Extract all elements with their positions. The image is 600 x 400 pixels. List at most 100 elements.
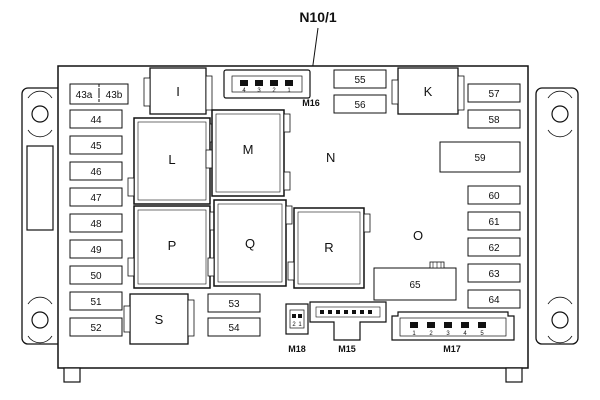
mount-hole-rim (547, 90, 573, 138)
fuse-slot-55: 55 (333, 69, 387, 89)
fuse-slot: 63 (467, 263, 521, 283)
pin-number: 1 (287, 88, 291, 94)
relay-s: S (123, 293, 195, 345)
fuse-label: 47 (90, 193, 102, 204)
fuse-slot-54: 54 (207, 317, 261, 337)
fuse-label: 56 (354, 100, 366, 111)
fuse-slot: 52 (69, 317, 123, 337)
fuse-slot: 51 (69, 291, 123, 311)
connector-m16: 4 3 2 1 (223, 69, 311, 99)
relay-l: L (127, 117, 217, 205)
relay-k: K (391, 67, 465, 115)
side-slot (26, 145, 54, 231)
fuse-label: 57 (488, 89, 500, 100)
title-leader-line (311, 27, 319, 73)
fuse-43b-label: 43b (106, 90, 123, 101)
relay-label: Q (245, 236, 255, 251)
mount-hole-rim (27, 90, 53, 138)
fuse-slot: 64 (467, 289, 521, 309)
fuse-label: 52 (90, 323, 102, 334)
fuse-slot-57: 57 (467, 83, 521, 103)
mount-hole-bottom-right (551, 311, 569, 329)
relay-m: M (205, 109, 291, 197)
pin-number: 2 (292, 322, 296, 328)
fuse-slot-58: 58 (467, 109, 521, 129)
fuse-column-left: 44 45 46 47 48 49 50 51 52 (69, 109, 123, 337)
fuse-label: 48 (90, 219, 102, 230)
fuse-slot-56: 56 (333, 94, 387, 114)
fuse-column-right: 60 61 62 63 64 (467, 185, 521, 309)
foot-left (63, 367, 81, 383)
pin-number: 4 (463, 331, 467, 337)
pin (461, 322, 469, 328)
relay-r: R (287, 207, 371, 289)
pin (478, 322, 486, 328)
fuse-slot: 62 (467, 237, 521, 257)
fuse-label: 44 (90, 115, 102, 126)
connector-m17-label: M17 (443, 344, 461, 354)
fuse-slot-59: 59 (439, 141, 521, 173)
fuse-slot: 61 (467, 211, 521, 231)
fuse-slot: 44 (69, 109, 123, 129)
fuse-label: 62 (488, 243, 500, 254)
fuse-slot: 47 (69, 187, 123, 207)
mount-hole-rim (547, 296, 573, 344)
area-label-n: N (326, 150, 335, 165)
relay-label: K (424, 84, 433, 99)
fuse-label: 46 (90, 167, 102, 178)
fuse-label: 59 (474, 153, 486, 164)
relay-label: L (168, 152, 175, 167)
pin-number: 3 (446, 331, 450, 337)
fuse-slot: 49 (69, 239, 123, 259)
fuse-label: 65 (409, 280, 421, 291)
fuse-label: 58 (488, 115, 500, 126)
relay-label: I (176, 84, 180, 99)
foot-right (505, 367, 523, 383)
relay-q: Q (207, 199, 293, 287)
fuse-label: 51 (90, 297, 102, 308)
fuse-label: 55 (354, 75, 366, 86)
pin-number: 4 (242, 88, 246, 94)
pin (240, 80, 248, 86)
pin (298, 314, 302, 318)
pin-number: 2 (429, 331, 433, 337)
relay-label: S (155, 312, 164, 327)
fuse-label: 54 (228, 323, 240, 334)
pin (270, 80, 278, 86)
connector-m18: 2 1 (285, 303, 309, 335)
fuse-label: 50 (90, 271, 102, 282)
pin-number: 5 (480, 331, 484, 337)
fuse-slot: 45 (69, 135, 123, 155)
connector-m16-label: M16 (302, 98, 320, 108)
relay-label: R (324, 240, 333, 255)
relay-p: P (127, 205, 217, 289)
fuse-slot: 46 (69, 161, 123, 181)
fuse-label: 53 (228, 299, 240, 310)
mount-hole-bottom-left (31, 311, 49, 329)
pin-number: 3 (257, 88, 261, 94)
fuse-slot: 48 (69, 213, 123, 233)
fuse-label: 60 (488, 191, 500, 202)
fuse-label: 45 (90, 141, 102, 152)
fuse-43b-outline (98, 83, 129, 105)
diagram-title: N10/1 (299, 9, 337, 25)
pin-number: 1 (412, 331, 416, 337)
connector-m15 (309, 301, 387, 341)
connector-m15-label: M15 (338, 344, 356, 354)
relay-label: P (168, 238, 177, 253)
mount-hole-rim (27, 296, 53, 344)
fuse-43a-label: 43a (76, 90, 93, 101)
fuse-label: 61 (488, 217, 500, 228)
pin-number: 1 (298, 322, 302, 328)
connector-m18-label: M18 (288, 344, 306, 354)
fuse-slot-65: 65 (373, 261, 457, 301)
fuse-slot: 60 (467, 185, 521, 205)
fuse-slot: 50 (69, 265, 123, 285)
pin (292, 314, 296, 318)
relay-i: I (143, 67, 213, 115)
right-mount-ear (535, 87, 579, 345)
fuse-slot-53: 53 (207, 293, 261, 313)
relay-label: M (243, 142, 254, 157)
pin (410, 322, 418, 328)
